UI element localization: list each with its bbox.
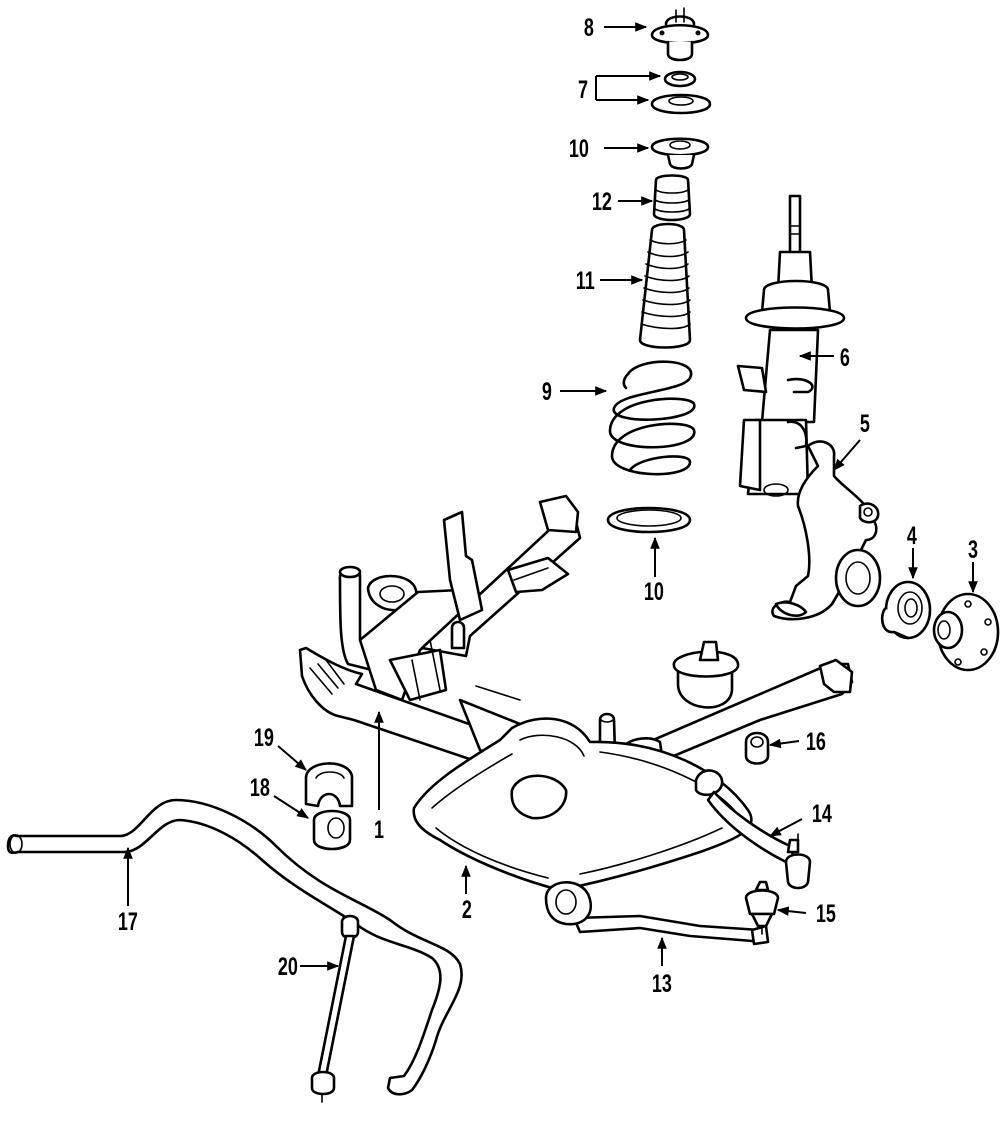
callout-4: 4 xyxy=(907,521,917,550)
callout-leaders xyxy=(123,22,978,971)
crossmember-subframe-part xyxy=(298,494,854,798)
steering-knuckle-part xyxy=(771,440,882,621)
callout-11: 11 xyxy=(576,266,595,295)
callout-6: 6 xyxy=(840,343,850,372)
stabilizer-link-part xyxy=(310,914,360,1103)
callout-2: 2 xyxy=(462,895,472,924)
callout-18: 18 xyxy=(250,773,270,802)
callout-16: 16 xyxy=(806,727,826,756)
callout-10-bottom: 10 xyxy=(644,577,664,606)
callout-1: 1 xyxy=(374,815,384,844)
callout-12: 12 xyxy=(592,187,612,216)
lower-spring-insulator-part xyxy=(606,506,692,534)
callout-5: 5 xyxy=(860,409,870,438)
callout-19: 19 xyxy=(254,723,274,752)
callout-7: 7 xyxy=(578,75,588,104)
stabilizer-bracket-part xyxy=(304,762,354,808)
callout-9: 9 xyxy=(542,377,552,406)
strut-mount-part xyxy=(650,7,710,62)
wheel-bearing-part xyxy=(880,580,932,640)
wheel-hub-part xyxy=(932,592,1000,672)
ball-joint-part xyxy=(744,880,780,935)
coil-spring-part xyxy=(608,360,696,476)
lower-control-arm-part xyxy=(544,881,770,946)
upper-spring-insulator-part xyxy=(650,137,710,170)
stabilizer-bar-part xyxy=(6,798,463,1096)
callout-8: 8 xyxy=(584,13,594,42)
dust-boot-part xyxy=(638,222,692,349)
bump-stop-part xyxy=(652,174,692,222)
callout-20: 20 xyxy=(278,952,298,981)
callout-labels: 8 7 10 12 11 9 10 6 5 4 3 1 2 13 14 15 1… xyxy=(118,13,978,998)
callout-10-top: 10 xyxy=(569,134,589,163)
callout-14: 14 xyxy=(812,799,832,828)
control-arm-bushing-part xyxy=(744,731,770,765)
callout-13: 13 xyxy=(652,969,672,998)
spring-seat-part xyxy=(650,93,712,115)
callout-3: 3 xyxy=(968,535,978,564)
callout-15: 15 xyxy=(816,899,836,928)
strut-bearing-part xyxy=(663,70,697,88)
callout-17: 17 xyxy=(118,907,138,936)
stabilizer-bushing-part xyxy=(312,809,352,851)
tension-strut-part xyxy=(694,769,812,890)
